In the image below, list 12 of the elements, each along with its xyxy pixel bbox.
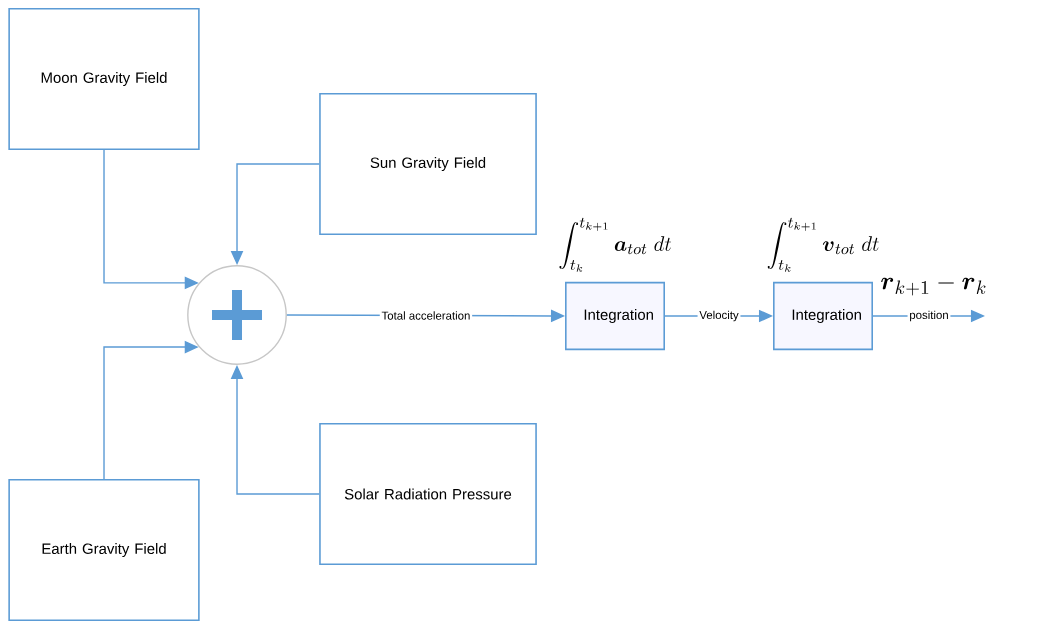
process-box: Sun Gravity Field [319,92,537,236]
process-box: Earth Gravity Field [8,478,200,622]
integral-formula: $\int_{t_k}^{t_{k+1}} \boldsymbol{v}_{tot}\; dt$ [767,217,879,272]
position-formula: $\boldsymbol{r}_{k+1} - \boldsymbol{r}_k$ [881,277,986,296]
process-box: Solar Radiation Pressure [319,422,537,566]
edge-label: position [907,308,951,324]
integral-formula: $\int_{t_k}^{t_{k+1}} \boldsymbol{a}_{tot}\; dt$ [559,217,672,272]
process-box: Integration [565,281,665,351]
process-box: Moon Gravity Field [8,7,200,151]
edge-label: Velocity [697,308,741,324]
edge-label: Total acceleration [379,309,473,322]
process-box: Integration [773,281,873,351]
